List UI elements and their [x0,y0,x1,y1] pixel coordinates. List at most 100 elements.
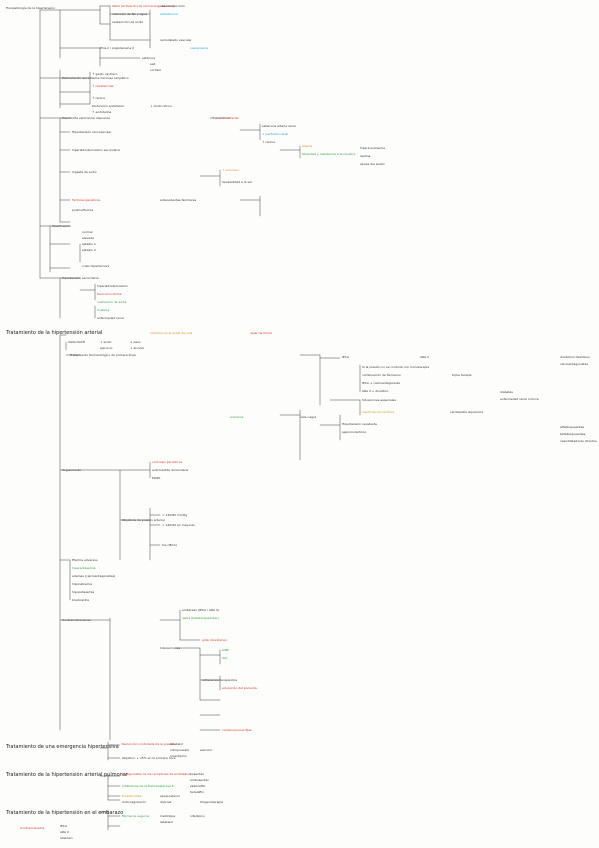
node-s4-c2: iloprost [160,800,172,804]
node-s5-b: Contraindicados [20,826,45,830]
node-s1-kid-d: hiperaldosteronismo secundario [72,148,121,152]
node-s2-g: Objetivos de presión arterial [122,518,165,522]
node-s1-symp-c: ↑ renina [92,96,105,100]
node-s2-f1: controles periódicos [152,460,183,464]
node-s2-a1: dieta DASH [68,340,86,344]
node-s1-sec-c: coartación de aorta [97,300,127,304]
node-s1-kid-e: edema [302,144,313,148]
node-s4-b: Inhibidores de la fosfodiesterasa 5 [122,784,174,788]
node-s1-ob-c: apnea del sueño [360,162,385,166]
node-s2-d6: raza negra [300,415,317,419]
node-s2-h2: hiperpotasemia [72,566,96,570]
node-s5-b1: IECA [60,824,67,828]
node-s1-raas-b: retención de Na y agua [112,12,148,16]
node-s2-i3: gota (diuréticos) [202,638,227,642]
node-s4-e: Oxigenoterapia [200,800,224,804]
node-s1-end-b: ↑ endotelina [92,110,112,114]
node-s2-f3: MAPA [152,476,161,480]
node-s1-ob: Obesidad y resistencia a la insulina [302,152,356,156]
node-s1-sal-a: ↑ volumen [222,168,239,172]
node-s2-g2: < 140/90 en mayores [162,523,195,527]
node-s5-a1: metildopa [160,814,176,818]
connector-s3 [99,741,121,761]
node-s1-root: Fisiopatología de la hipertensión [6,6,55,10]
node-s4-a: Antagonistas de los receptores de endote… [122,772,190,776]
node-s1-cls-b: elevada [82,236,94,240]
node-s2-k2: combinaciones fijas [222,728,252,732]
node-s2-d: Situaciones especiales [362,398,396,402]
node-s1-end-a: ↓ óxido nítrico [150,104,172,108]
node-s2-e: Hipertensión resistente [342,422,378,426]
node-s2-i: Contraindicaciones [62,618,91,622]
node-s1-sec-e: enfermedad renal [97,316,124,320]
node-s2-e1: espironolactona [342,430,366,434]
node-s1-kid: Hipertensión renovascular [72,130,112,134]
node-s1-aldo: ECA-2 / angiotensina II [100,46,134,50]
node-s4-b2: tadalafilo [190,790,204,794]
node-s2-d5: ancianos [230,415,244,419]
node-s1-kid-a: estenosis arteria renal [262,124,296,128]
node-s1-symp: Estimulación del sistema nervioso simpát… [62,76,129,80]
node-s1-symp-b: ↑ resistencias [92,84,114,88]
node-s1-raas-c: aldosterona [160,12,178,16]
node-s2-h5: hipopotasemia [72,590,95,594]
node-s2-f2: automedida domiciliaria [152,468,189,472]
node-s1-gen: Factores genéticos [72,198,101,202]
heading-pregnancy: Tratamiento de la hipertensión en el emb… [6,810,124,816]
node-s3-a3: nicardipino [170,754,187,758]
node-s2-f: Seguimiento [62,468,81,472]
node-s2-a: Cambios en el estilo de vida [150,331,193,335]
node-s2-d2: enfermedad renal crónica [500,397,539,401]
heading-pulmonary: Tratamiento de la hipertensión arterial … [6,772,128,778]
node-s1-iso: Hipertrofia ventricular izquierda [62,116,110,120]
node-s1-kid-b: ↓ perfusión renal [262,132,289,136]
node-s2-b1: IECA [342,355,349,359]
node-s3-b: Objetivo: ↓ 25% en la primera hora [122,756,176,760]
node-s1-gen-b: polimorfismos [72,208,94,212]
node-s2-j: Interacciones [160,646,181,650]
heading-emergency: Tratamiento de una emergencia hipertensi… [6,744,119,750]
node-s1-end: Disfunción endotelial [92,104,124,108]
node-s2-h3: edemas (calcioantagonistas) [72,574,116,578]
node-s5-a: Fármacos seguros [122,814,150,818]
node-s1-ob-a: hiperinsulinemia [360,146,385,150]
node-s1-gen-a: antecedentes familiares [160,198,197,202]
node-s1-iso-a: ↑ presión arterial [212,116,239,120]
node-s2-i1: embarazo (IECA / ARA II) [182,608,219,612]
node-s1-raas-e: remodelado vascular [160,38,192,42]
node-s2-b2: ARA II [420,355,429,359]
node-s1-salt: Sensibilidad a la sal [222,180,252,184]
node-s2-h: Efectos adversos [72,558,98,562]
node-s1-sec-a: hiperaldosteronismo [97,284,128,288]
node-s2-a6: dejar de fumar [250,331,273,335]
node-s4-a1: bosentán [190,772,204,776]
node-s4-d: Anticoagulación [122,800,146,804]
node-s1-aldo-c: sed [150,62,156,66]
node-s3-a1: labetalol [170,742,183,746]
node-s1-aldo-a: estimula [142,56,155,60]
node-s2-g1: < 130/80 mmHg [162,513,187,517]
node-s3-a4: esmolol [200,748,212,752]
node-s2-c: Si la presión no se controla con monoter… [362,365,430,369]
node-s2-i2: asma (betabloqueantes) [182,616,219,620]
node-s2-c2: IECA + calcioantagonista [362,381,400,385]
node-s3-a: Reducción controlada de la presión [122,742,175,746]
node-s2-d3: insuficiencia cardíaca [362,410,395,414]
node-s1-cls-d: estadio 2 [82,248,96,252]
node-s2-h4: hiponatremia [72,582,92,586]
node-s1-symp-a: ↑ gasto cardíaco [92,72,118,76]
node-s2-d1: diabetes [500,390,513,394]
connector-s5 [99,809,121,831]
node-s1-cls: Clasificación [52,224,71,228]
heading-treatment-hta: Tratamiento de la hipertensión arterial [6,330,103,336]
node-s1-sec: Hipertensión secundaria [62,276,99,280]
node-s1-aldo-d: cortisol [150,68,161,72]
node-s2-e4: vasodilatadores directos [560,439,597,443]
node-s1-raas-a: vasoconstricción [160,4,186,8]
node-s1-kid-c: ↑ renina [262,140,275,144]
node-s1-cls-a: normal [82,230,93,234]
node-s1-sal: Ingesta de sodio [72,170,97,174]
node-s5-a2: labetalol [160,820,173,824]
node-s5-a3: nifedipino [190,814,205,818]
